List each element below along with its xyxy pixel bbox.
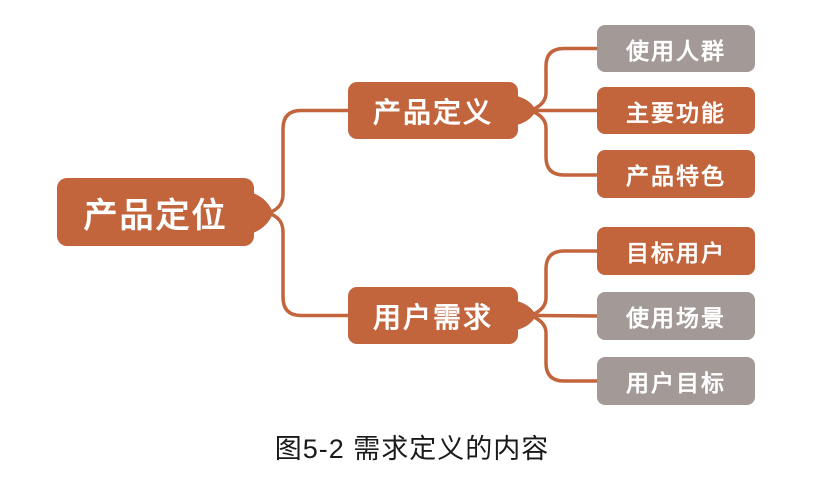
root-connector-tip <box>253 193 273 233</box>
branch-node-product-definition: 产品定义 <box>348 82 518 139</box>
connector-branch-1-to-leaf-3 <box>532 110 600 177</box>
leaf-node-usage-scenarios: 使用场景 <box>597 292 755 340</box>
connector-branch-2-to-leaf-6 <box>532 315 600 383</box>
branch-2-connector-tip <box>517 301 536 330</box>
connector-branch-2-to-leaf-4 <box>532 249 600 316</box>
leaf-node-main-functions: 主要功能 <box>597 87 755 134</box>
connector-branch-1-to-leaf-1 <box>532 46 600 111</box>
figure-caption: 图5-2 需求定义的内容 <box>274 434 550 464</box>
connector-root-to-branch-2 <box>269 212 351 318</box>
leaf-node-target-users: 目标用户 <box>597 227 755 275</box>
leaf-node-product-features: 产品特色 <box>597 150 755 198</box>
branch-node-user-needs: 用户需求 <box>348 287 518 344</box>
connector-branch-2-to-leaf-5 <box>534 313 600 318</box>
connector-root-to-branch-1 <box>269 108 351 214</box>
leaf-node-user-group: 使用人群 <box>597 25 755 72</box>
leaf-node-user-goals: 用户目标 <box>597 357 755 405</box>
root-node-product-positioning: 产品定位 <box>57 178 254 246</box>
branch-1-connector-tip <box>517 96 536 125</box>
